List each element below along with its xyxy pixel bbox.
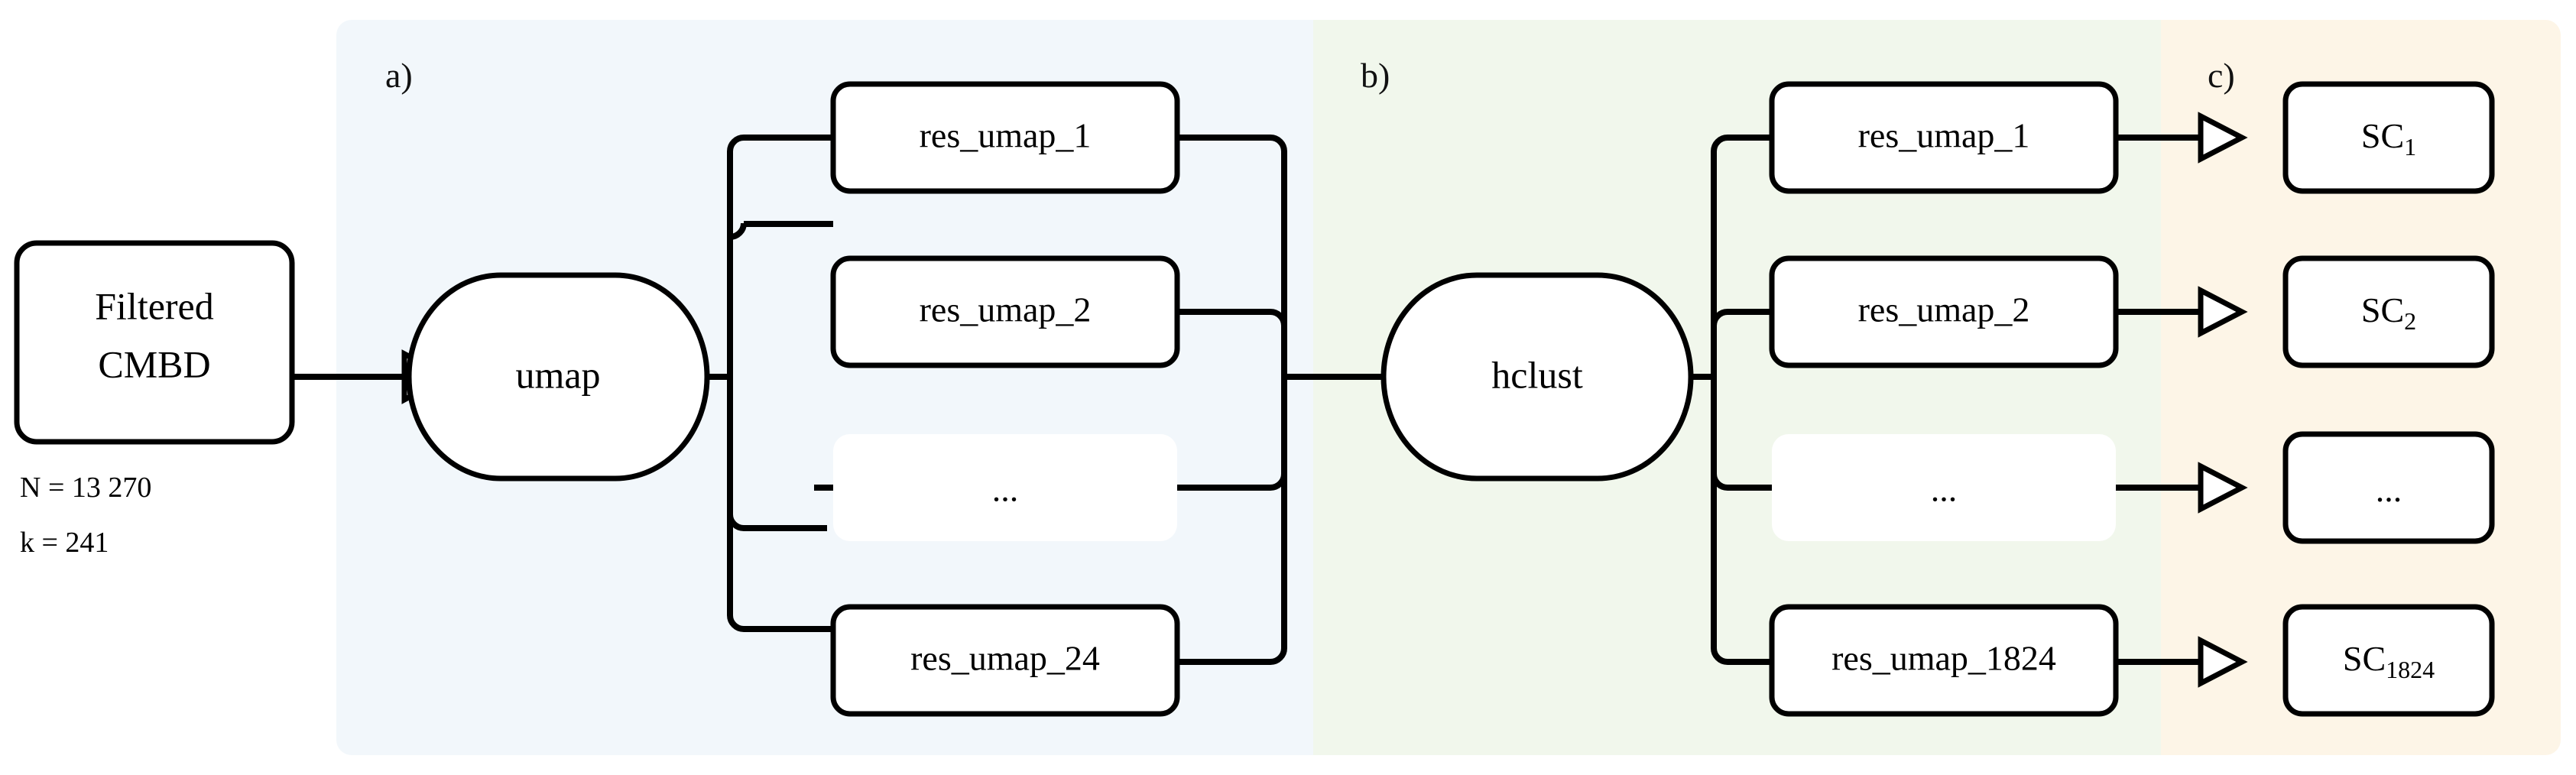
source-meta-k: k = 241 (20, 527, 109, 559)
panel-b-item-label-3: ... (1931, 470, 1958, 509)
arrowhead-b-to-c-3 (2198, 462, 2248, 514)
edge-a-fanin-2 (1177, 309, 1287, 377)
panel-c-item-sub-4: 1824 (2386, 656, 2435, 683)
panel-b-item-box-3 (1772, 434, 2116, 541)
edge-hclust-fanout-2 (1711, 309, 1772, 377)
edge-umap-fanout-branch-2 (727, 222, 747, 377)
panel-a-label: a) (385, 56, 413, 95)
panel-c-item-label-1: SC1 (2361, 116, 2416, 161)
edge-umap-fanout-branch-1 (727, 135, 827, 377)
process-node-hclust-shape[interactable] (1380, 272, 1694, 482)
panel-c-item-label-3: ... (2376, 470, 2402, 509)
panel-c-item-sub-2: 2 (2404, 307, 2416, 335)
arrowhead-b-to-c-2 (2198, 286, 2248, 338)
process-node-umap-label: umap (515, 353, 600, 396)
panel-a-item-label-3: ... (992, 470, 1019, 509)
panel-c-item-label-4: SC1824 (2343, 639, 2435, 684)
edge-hclust-fanout-1 (1711, 135, 1772, 377)
edge-umap-fanout-branch-4 (727, 377, 827, 632)
panel-c-background (2161, 20, 2561, 755)
panel-c-item-base-2: SC (2361, 290, 2404, 329)
edge-hclust-fanout-4 (1711, 377, 1772, 665)
edge-a-fanin-1 (1177, 135, 1287, 377)
source-node-box[interactable] (14, 240, 295, 445)
source-node-label-line1: Filtered (95, 284, 214, 327)
source-node-label-line2: CMBD (98, 342, 210, 385)
panel-a-item-box-3 (833, 434, 1177, 541)
panel-b-label: b) (1361, 56, 1390, 95)
process-node-umap-shape[interactable] (406, 272, 710, 482)
edge-a-fanin-4 (1177, 377, 1287, 665)
panel-c-item-base-4: SC (2343, 639, 2386, 678)
panel-c-item-box-2[interactable] (2282, 255, 2495, 368)
panel-a-item-label-4: res_umap_24 (910, 639, 1100, 678)
panel-c-item-box-1[interactable] (2282, 81, 2495, 194)
arrowhead-b-to-c-4 (2198, 636, 2248, 688)
panel-c-item-label-2: SC2 (2361, 290, 2416, 336)
panel-c-item-base-1: SC (2361, 116, 2404, 155)
panel-c-label: c) (2208, 56, 2235, 95)
panel-b-item-label-1: res_umap_1 (1858, 116, 2030, 155)
process-node-hclust-label: hclust (1491, 353, 1583, 396)
panel-c-item-box-3[interactable] (2282, 431, 2495, 544)
panel-a-background (336, 20, 1313, 755)
panel-b-item-label-4: res_umap_1824 (1831, 639, 2056, 678)
panel-b-item-label-2: res_umap_2 (1858, 290, 2030, 329)
arrowhead-b-to-c-1 (2198, 112, 2248, 164)
panel-c-item-box-4[interactable] (2282, 604, 2495, 717)
panel-a-item-label-1: res_umap_1 (920, 116, 1092, 155)
panel-a-item-label-2: res_umap_2 (920, 290, 1092, 329)
source-meta-n: N = 13 270 (20, 472, 151, 504)
panel-c-item-base-3: ... (2376, 470, 2402, 509)
panel-c-item-sub-1: 1 (2404, 133, 2416, 161)
